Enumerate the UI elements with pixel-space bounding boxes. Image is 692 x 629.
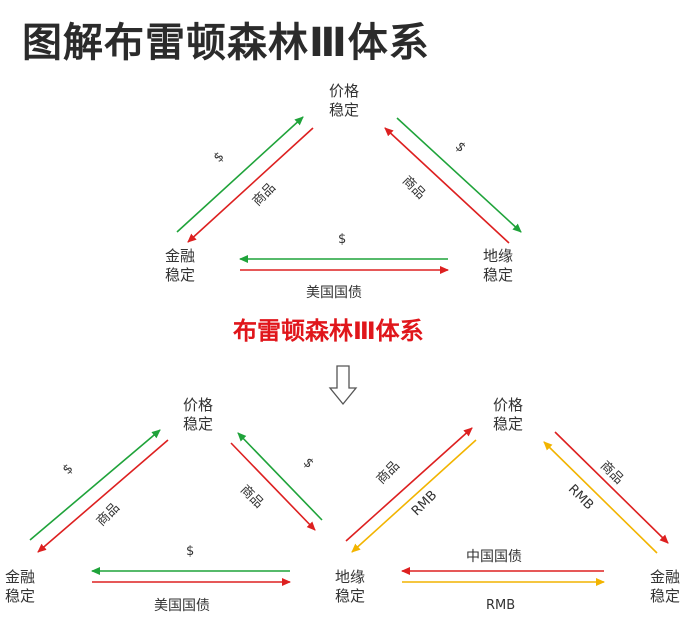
node-line: 稳定: [492, 415, 523, 433]
bl-bottom-bonds-label: 美国国债: [154, 598, 210, 614]
node-line: 价格: [492, 396, 523, 414]
node-line: 金融: [164, 247, 195, 265]
page-title: 图解布雷顿森林Ⅲ体系: [22, 20, 430, 66]
node-line: 稳定: [182, 415, 213, 433]
top-node-price: 价格 稳定: [314, 82, 374, 120]
node-line: 价格: [328, 82, 359, 100]
bl-left-green-arrow: [29, 429, 161, 541]
bl-node-price: 价格 稳定: [168, 396, 228, 434]
node-line: 稳定: [482, 266, 513, 284]
node-line: 地缘: [334, 568, 365, 586]
bl-node-finance: 金融 稳定: [0, 568, 50, 606]
br-node-finance: 金融 稳定: [638, 568, 692, 606]
node-line: 稳定: [649, 587, 680, 605]
section-subtitle: 布雷顿森林Ⅲ体系: [233, 317, 424, 345]
node-line: 稳定: [334, 587, 365, 605]
bl-left-red-arrow: [37, 439, 169, 553]
node-line: 地缘: [482, 247, 513, 265]
top-right-green-arrow: [396, 117, 522, 233]
bl-right-red-arrow: [230, 442, 316, 531]
node-line: 金融: [4, 568, 35, 586]
top-bottom-bonds-label: 美国国债: [306, 285, 362, 301]
top-right-red-arrow: [384, 127, 510, 244]
br-bottom-rmb-label: RMB: [486, 598, 516, 613]
node-line: 稳定: [164, 266, 195, 284]
top-node-finance: 金融 稳定: [150, 247, 210, 285]
bl-node-geo: 地缘 稳定: [320, 568, 380, 606]
node-line: 价格: [182, 396, 213, 414]
bl-bottom-dollar-label: $: [186, 544, 195, 559]
top-bottom-dollar-label: $: [338, 232, 347, 247]
br-right-red-arrow: [554, 431, 669, 544]
top-node-geo: 地缘 稳定: [468, 247, 528, 285]
bl-right-green-arrow: [237, 432, 323, 521]
br-right-yellow-arrow: [543, 441, 658, 554]
br-left-yellow-arrow: [351, 439, 477, 553]
br-bottom-bonds-label: 中国国债: [466, 549, 522, 565]
top-left-green-arrow: [176, 116, 304, 233]
down-arrow-icon: [328, 365, 358, 406]
node-line: 金融: [649, 568, 680, 586]
br-node-price: 价格 稳定: [478, 396, 538, 434]
br-left-red-arrow: [345, 427, 473, 542]
node-line: 稳定: [4, 587, 35, 605]
node-line: 稳定: [328, 101, 359, 119]
top-left-red-arrow: [187, 127, 314, 243]
